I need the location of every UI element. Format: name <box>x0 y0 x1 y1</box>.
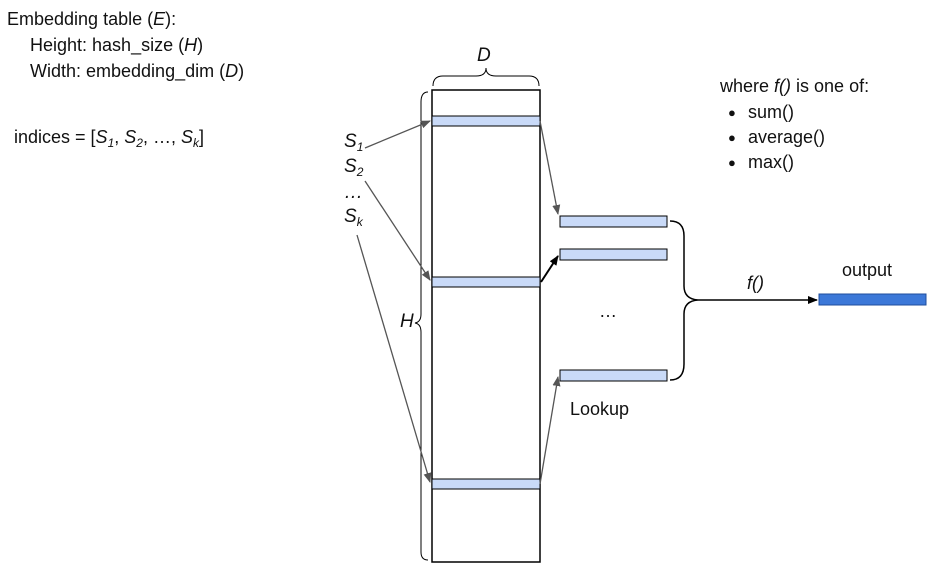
width-label-end: ) <box>238 61 245 81</box>
index-label-s1-s: S <box>344 131 357 152</box>
index-label-sk: Sk <box>344 206 363 228</box>
function-average: average() <box>722 125 825 150</box>
width-brace <box>432 67 540 87</box>
table-row-s1 <box>431 115 541 127</box>
lookup-vector-1 <box>559 215 668 228</box>
table-desc-title: Embedding table (E): <box>7 8 176 30</box>
table-desc-title-text: Embedding table ( <box>7 9 154 29</box>
indices-sep2: , <box>142 127 153 147</box>
indices-s1: S <box>95 127 108 147</box>
lookup-arrow-k <box>539 376 561 485</box>
output-label: output <box>842 260 893 280</box>
lookup-vector-k <box>559 369 668 382</box>
indices-line: indices = [S1, S2, …, Sk] <box>14 126 205 150</box>
index-label-s2-s: S <box>344 156 357 177</box>
height-var: H <box>184 35 198 55</box>
lookup-arrow-2 <box>540 255 559 283</box>
index-label-s2-sub: 2 <box>356 165 364 179</box>
lookup-label: Lookup <box>570 399 630 419</box>
functions-list: sum() average() max() <box>722 100 825 175</box>
functions-heading: where f() is one of: <box>720 75 869 97</box>
table-row-s2 <box>431 276 541 288</box>
indices-suffix: ] <box>199 127 205 147</box>
indices-subk: k <box>193 136 200 150</box>
f-label: f() <box>747 273 764 293</box>
height-brace <box>414 91 429 561</box>
indices-ellipsis: … <box>152 127 171 147</box>
table-desc-height: Height: hash_size (H) <box>30 34 203 56</box>
index-label-sk-sub: k <box>356 215 363 229</box>
indices-sub1: 1 <box>107 136 115 150</box>
height-label-end: ) <box>197 35 204 55</box>
indices-sep1: , <box>114 127 125 147</box>
dim-h-label: H <box>400 311 414 332</box>
index-label-ellipsis-text: … <box>344 182 363 203</box>
indices-sub2: 2 <box>136 136 143 150</box>
table-desc-title-var: E <box>153 9 166 29</box>
width-label-text: Width: embedding_dim ( <box>30 61 226 81</box>
table-desc-width: Width: embedding_dim (D) <box>30 60 244 82</box>
width-var: D <box>225 61 239 81</box>
function-max: max() <box>722 150 825 175</box>
indices-prefix: indices = [ <box>14 127 96 147</box>
embedding-table <box>431 89 541 563</box>
arrow-s2-to-row <box>364 180 431 281</box>
indices-s2: S <box>124 127 137 147</box>
functions-f: f() <box>774 76 792 96</box>
index-label-s1: S1 <box>344 131 363 153</box>
vectors-ellipsis: … <box>599 301 617 321</box>
function-sum: sum() <box>722 100 825 125</box>
index-label-ellipsis: … <box>344 182 363 204</box>
dim-d-label: D <box>477 45 491 66</box>
aggregation-brace <box>669 220 699 381</box>
output-vector <box>818 293 927 306</box>
table-desc-title-end: ): <box>165 9 177 29</box>
arrow-s1-to-row <box>364 120 431 149</box>
functions-suffix: is one of: <box>791 76 870 96</box>
index-label-s1-sub: 1 <box>356 140 364 154</box>
index-label-sk-s: S <box>344 206 357 227</box>
arrow-sk-to-row <box>356 234 432 483</box>
lookup-vector-2 <box>559 248 668 261</box>
indices-sk: S <box>181 127 194 147</box>
index-label-s2: S2 <box>344 156 363 178</box>
functions-prefix: where <box>720 76 775 96</box>
lookup-arrow-1 <box>539 120 561 215</box>
height-label-text: Height: hash_size ( <box>30 35 185 55</box>
table-row-sk <box>431 478 541 490</box>
indices-sep3: , <box>170 127 181 147</box>
